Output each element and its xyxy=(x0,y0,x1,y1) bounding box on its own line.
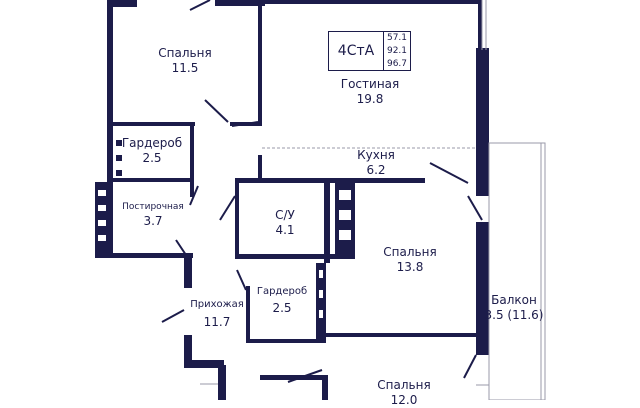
wall-laundry-bottom xyxy=(113,253,193,258)
wall-kitchen-bottom xyxy=(235,178,425,183)
wall-entry-right xyxy=(322,375,328,400)
wall-bedroom3-top xyxy=(326,333,476,337)
shaft-pattern xyxy=(98,140,351,318)
room-label-bedroom-3: Спальня 12.0 xyxy=(377,378,431,407)
apartment-areas: 57.1 92.1 96.7 xyxy=(384,31,411,71)
room-label-wardrobe-2: Гардероб 2.5 xyxy=(256,286,308,315)
area-total: 92.1 xyxy=(386,45,408,56)
wall-entry-left xyxy=(218,365,226,400)
wall-hall-bottom-a xyxy=(184,360,224,368)
wall-wardrobe2-right xyxy=(316,263,326,343)
apartment-type-code: 4СтА xyxy=(328,31,384,71)
wall-wardrobe2-left xyxy=(246,286,250,343)
wall-right-pillar xyxy=(476,48,489,196)
balcony-outline xyxy=(488,142,546,400)
wall-bath-bottom xyxy=(235,254,335,259)
wall-wardrobe-bottom xyxy=(113,178,193,182)
wall-right-pillar-top xyxy=(478,0,482,50)
room-label-bathroom: С/У 4.1 xyxy=(275,208,295,237)
room-label-laundry: Постирочная 3.7 xyxy=(122,202,184,228)
wall-bath-right xyxy=(324,183,330,263)
wall-wardrobe2-bottom xyxy=(246,339,326,343)
wall-kitchen-stub xyxy=(258,155,262,183)
room-label-balcony: Балкон 3.5 (11.6) xyxy=(484,293,544,322)
area-total-with-balcony: 96.7 xyxy=(386,58,408,69)
wall-bath-left xyxy=(235,178,239,258)
apartment-badge: 4СтА 57.1 92.1 96.7 xyxy=(328,31,411,71)
doors xyxy=(161,0,483,383)
wall-bedroom3-bottom xyxy=(260,375,326,380)
room-label-wardrobe-1: Гардероб 2.5 xyxy=(121,136,183,165)
wall-hall-left-b xyxy=(184,335,192,365)
room-label-living-room: Гостиная 19.8 xyxy=(340,77,400,106)
room-label-bedroom-1: Спальня 11.5 xyxy=(158,46,212,75)
glazing xyxy=(200,0,546,400)
room-label-kitchen: Кухня 6.2 xyxy=(357,148,395,177)
wall-wardrobe-right xyxy=(190,122,194,197)
wall-left-top xyxy=(107,0,113,258)
wall-bedroom1-bottom-a xyxy=(113,122,195,126)
wall-hall-left-a xyxy=(184,253,192,288)
room-label-bedroom-2: Спальня 13.8 xyxy=(383,245,437,274)
wall-right-mid xyxy=(476,222,489,355)
wall-top-left xyxy=(107,0,137,7)
wall-top-mid xyxy=(215,0,265,6)
wall-top-right xyxy=(265,0,480,4)
room-label-hallway: Прихожая 11.7 xyxy=(190,299,244,329)
area-living: 57.1 xyxy=(386,33,408,44)
wall-bedroom1-right xyxy=(258,4,262,126)
